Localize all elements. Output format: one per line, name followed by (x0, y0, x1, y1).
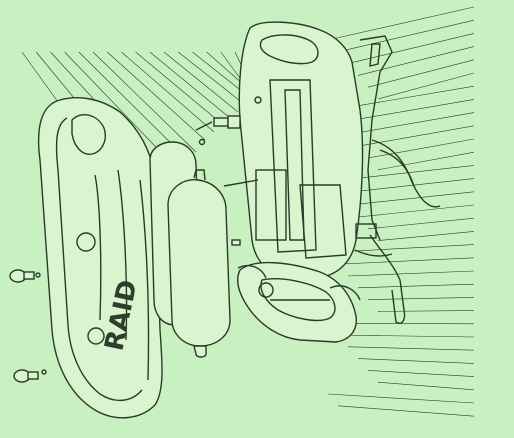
cylinder-front (167, 169, 231, 358)
small-hardware (195, 96, 262, 246)
leader-line-right-10 (367, 138, 475, 159)
leader-line-right-2 (347, 33, 475, 64)
leader-line-right-11 (377, 151, 475, 171)
leader-line-right-31 (337, 405, 475, 417)
leader-line-top-9 (149, 51, 231, 119)
hip-plate (236, 261, 361, 343)
leader-line-right-29 (377, 381, 475, 391)
harness (354, 35, 441, 324)
outer-shell (37, 97, 163, 419)
leader-line-right-22 (367, 297, 475, 300)
knob-lower (13, 369, 47, 383)
leader-line-right-28 (367, 370, 475, 377)
leader-line-top-10 (163, 51, 239, 113)
leader-line-right-14 (347, 191, 475, 206)
right-leader-lines (327, 6, 475, 417)
leader-line-right-19 (337, 257, 475, 265)
leader-line-right-0 (327, 6, 475, 41)
leader-line-right-4 (367, 59, 475, 88)
leader-line-right-21 (357, 283, 475, 289)
leader-line-right-25 (337, 334, 475, 338)
leader-line-right-27 (357, 358, 475, 364)
leader-line-right-26 (347, 346, 475, 351)
leader-line-right-20 (347, 270, 475, 277)
leader-line-right-23 (377, 310, 475, 312)
leader-line-right-16 (367, 217, 475, 230)
backplate-frame (238, 21, 364, 279)
leader-line-top-6 (106, 51, 206, 141)
leader-line-top-11 (178, 51, 245, 105)
leader-line-right-17 (377, 231, 475, 241)
leader-line-right-3 (357, 46, 475, 76)
leader-line-right-30 (327, 393, 475, 404)
leader-line-right-5 (377, 72, 475, 100)
leader-line-right-1 (337, 19, 475, 53)
leader-line-right-8 (347, 112, 475, 135)
leader-line-right-9 (357, 125, 475, 147)
leader-line-top-5 (92, 51, 197, 153)
leader-line-top-8 (135, 51, 223, 125)
knob-upper (9, 269, 41, 283)
leader-line-top-7 (121, 51, 215, 133)
leader-line-right-15 (357, 204, 475, 218)
